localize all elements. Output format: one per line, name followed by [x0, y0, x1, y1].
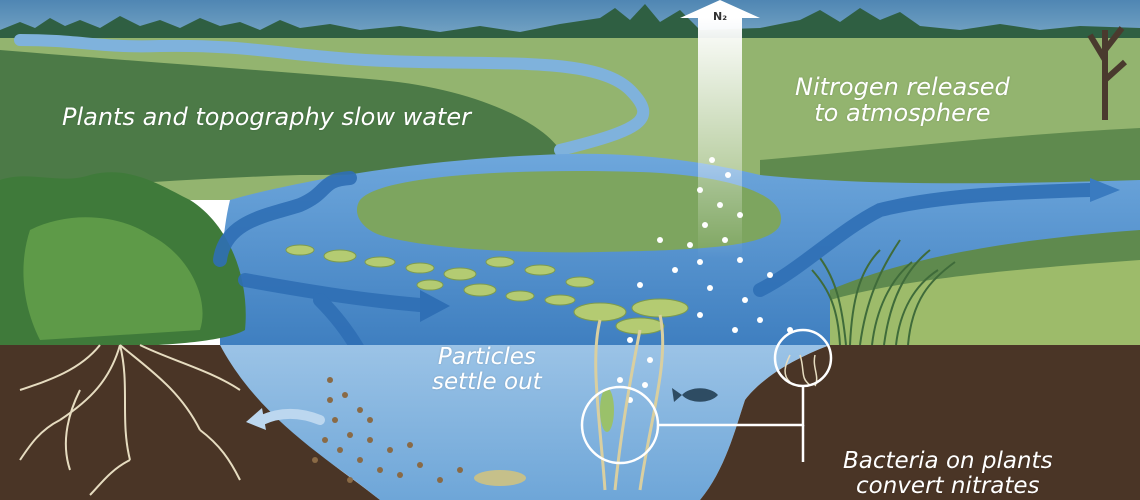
dead-tree [1087, 26, 1128, 120]
groundwater-arrowhead [246, 408, 266, 430]
fish-icon [672, 388, 718, 402]
right-bank [830, 260, 1140, 345]
particles-label: Particles settle out [432, 344, 542, 396]
floor-lily-pad [474, 470, 526, 486]
left-shrubs-light [23, 217, 203, 340]
nitrogen-label: Nitrogen released to atmosphere [795, 74, 1010, 127]
tall-grass [811, 239, 956, 346]
bacteria-label: Bacteria on plants convert nitrates [843, 448, 1053, 500]
roots [19, 344, 241, 496]
nitrogen-label-line1: Nitrogen released [795, 73, 1010, 101]
bacteria-label-line1: Bacteria on plants [843, 448, 1053, 474]
plant-leaf [600, 388, 614, 432]
bacteria-label-line2: convert nitrates [856, 473, 1040, 500]
flow-arrowhead-upriver [1090, 178, 1120, 202]
nitrogen-bubbles [617, 157, 793, 403]
plants-label: Plants and topography slow water [62, 104, 471, 130]
callout [580, 328, 833, 465]
nitrogen-label-line2: to atmosphere [814, 99, 991, 128]
particles-label-line2: settle out [432, 369, 542, 396]
island [356, 170, 782, 253]
n2-label: N₂ [712, 10, 728, 23]
soil-right [700, 345, 1140, 500]
groundwater-arrow [257, 409, 325, 425]
lily-pads [285, 244, 689, 335]
n2-arrow-head [680, 0, 760, 18]
upstream-river [14, 34, 650, 156]
plants-label-text: Plants and topography slow water [62, 103, 471, 131]
n2-arrow-shaft [698, 18, 742, 258]
soil-left [0, 345, 380, 500]
sediment [312, 377, 463, 483]
left-hillside [0, 50, 560, 190]
particles-label-line1: Particles [437, 344, 536, 370]
flow-arrowhead-right [420, 290, 450, 322]
underwater [220, 345, 830, 500]
